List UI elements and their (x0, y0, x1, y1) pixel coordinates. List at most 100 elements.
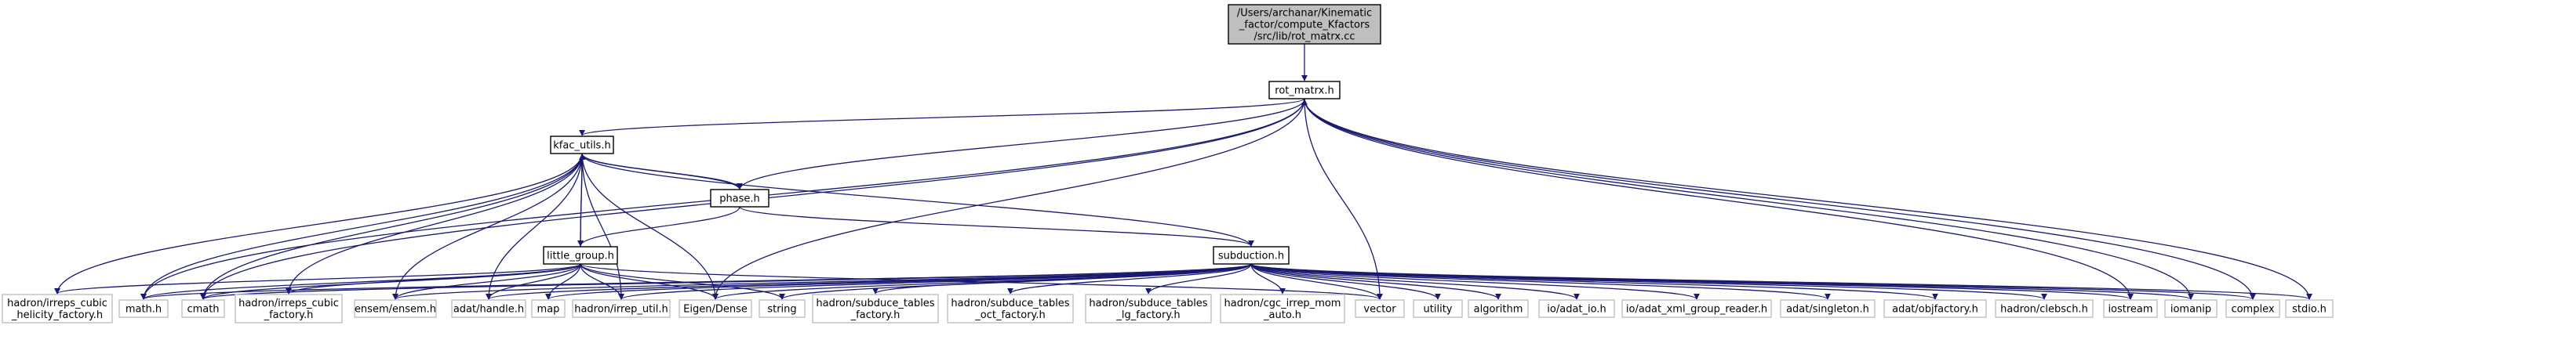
node-little_group[interactable]: little_group.h (543, 246, 618, 265)
node-rot_matrx[interactable]: rot_matrx.h (1268, 81, 1341, 99)
node-subduce_tables_oct: hadron/subduce_tables_oct_factory.h (947, 294, 1074, 324)
edge-line (577, 206, 740, 247)
node-objfactory: adat/objfactory.h (1883, 299, 1987, 318)
edge-line (486, 263, 1252, 300)
edge-line (712, 98, 1305, 300)
node-subduction[interactable]: subduction.h (1213, 246, 1290, 265)
node-box (1413, 299, 1463, 318)
node-subduce_tables: hadron/subduce_tables_factory.h (812, 294, 939, 324)
edge-line (1250, 263, 1286, 295)
node-box (550, 136, 614, 154)
node-ensem: ensem/ensem.h (354, 299, 437, 318)
node-adat_handle: adat/handle.h (451, 299, 526, 318)
edge-kfac_utils-to-math (140, 153, 583, 300)
node-box (2103, 299, 2158, 318)
node-box (2, 294, 113, 324)
node-label-line: _auto.h (1263, 309, 1301, 321)
edge-line (872, 263, 1252, 295)
node-label-line: io/adat_xml_group_reader.h (1626, 304, 1767, 316)
node-cgc_irrep_mom: hadron/cgc_irrep_mom_auto.h (1220, 294, 1345, 324)
node-label-line: _oct_factory.h (974, 309, 1046, 321)
node-box (1220, 294, 1345, 324)
edge-line (580, 263, 719, 300)
node-label-line: string (767, 304, 796, 316)
node-iomanip: iomanip (2164, 299, 2218, 318)
node-label-line: math.h (126, 304, 162, 316)
node-phase[interactable]: phase.h (710, 189, 770, 208)
node-box (1621, 299, 1772, 318)
node-label-line: iomanip (2170, 304, 2211, 316)
node-box (947, 294, 1074, 324)
edge-line (392, 153, 583, 300)
edge-rot_matrx-to-kfac_utils (579, 98, 1305, 136)
edge-rot_matrx-to-iomanip (1304, 98, 2194, 300)
edge-subduction-to-subduce_tables (872, 263, 1252, 295)
edge-phase-to-rot_matrx (739, 99, 1308, 190)
node-label-line: hadron/irrep_util.h (574, 304, 668, 316)
node-box (679, 299, 752, 318)
edge-line (1250, 263, 2312, 300)
node-irreps_cubic_factory: hadron/irreps_cubic_factory.h (235, 294, 343, 324)
node-kfac_utils[interactable]: kfac_utils.h (550, 136, 614, 154)
edge-line (739, 99, 1308, 190)
node-box (1268, 81, 1341, 99)
node-xml_group_reader: io/adat_xml_group_reader.h (1621, 299, 1772, 318)
edge-line (1250, 263, 1501, 300)
node-label-line: little_group.h (547, 251, 614, 262)
edge-subduction-to-irrep_util (618, 263, 1252, 300)
node-label-line: map (537, 304, 560, 316)
edge-little_group-to-irreps_cubic_helicity (54, 263, 581, 295)
node-box (1995, 299, 2094, 318)
node-label-line: ensem/ensem.h (355, 304, 436, 316)
node-label-line: kfac_utils.h (553, 140, 610, 152)
node-label-line: adat/handle.h (453, 304, 524, 316)
node-math: math.h (118, 299, 169, 318)
edge-phase-to-little_group (577, 206, 740, 247)
node-label-line: adat/objfactory.h (1892, 304, 1978, 316)
node-box (1780, 299, 1876, 318)
node-label-line: _factory.h (850, 309, 901, 321)
node-box (812, 294, 939, 324)
node-label-line: iostream (2108, 304, 2152, 316)
edge-little_group-to-kfac_utils (578, 154, 585, 248)
node-box (2164, 299, 2218, 318)
edge-line (579, 154, 1252, 248)
node-label-line: adat/singleton.h (1786, 304, 1869, 316)
node-label-line: Eigen/Dense (683, 304, 748, 316)
edge-line (140, 153, 583, 300)
node-label-line: cmath (187, 304, 219, 316)
node-subduce_tables_lg: hadron/subduce_tables_lg_factory.h (1085, 294, 1212, 324)
edge-rot_matrx-to-eigen (712, 98, 1305, 300)
node-utility: utility (1413, 299, 1463, 318)
edge-little_group-to-adat_handle (486, 263, 581, 300)
node-label-line: /Users/archanar/Kinematic (1237, 8, 1372, 20)
edge-rot_matrx-to-vector (1304, 98, 1383, 300)
edge-subduction-to-map (545, 263, 1252, 300)
edge-line (286, 153, 583, 295)
node-box (181, 299, 225, 318)
node-box (354, 299, 437, 318)
edge-line (200, 153, 583, 300)
edge-phase-to-kfac_utils (579, 154, 740, 190)
node-adat_io: io/adat_io.h (1538, 299, 1615, 318)
edge-little_group-to-irreps_cubic_factory (286, 263, 581, 295)
node-box (1213, 246, 1290, 265)
node-box (572, 299, 671, 318)
node-label-line: hadron/cgc_irrep_mom (1224, 298, 1341, 309)
edge-line (1250, 263, 1580, 300)
edge-subduction-to-eigen (712, 263, 1252, 300)
edge-kfac_utils-to-irreps_cubic_factory (286, 153, 583, 295)
node-label-line: /src/lib/rot_matrx.cc (1253, 31, 1355, 43)
node-label-line: phase.h (719, 193, 760, 205)
edge-line (545, 263, 1252, 300)
node-root: /Users/archanar/Kinematic_factor/compute… (1228, 4, 1381, 45)
node-label-line: stdio.h (2292, 304, 2327, 316)
edge-line (1304, 98, 2256, 300)
node-irreps_cubic_helicity: hadron/irreps_cubic_helicity_factory.h (2, 294, 113, 324)
edge-line (618, 263, 1252, 300)
node-iostream: iostream (2103, 299, 2158, 318)
node-box (235, 294, 343, 324)
edge-line (392, 263, 581, 300)
node-label-line: _factor/compute_Kfactors (1239, 20, 1370, 31)
